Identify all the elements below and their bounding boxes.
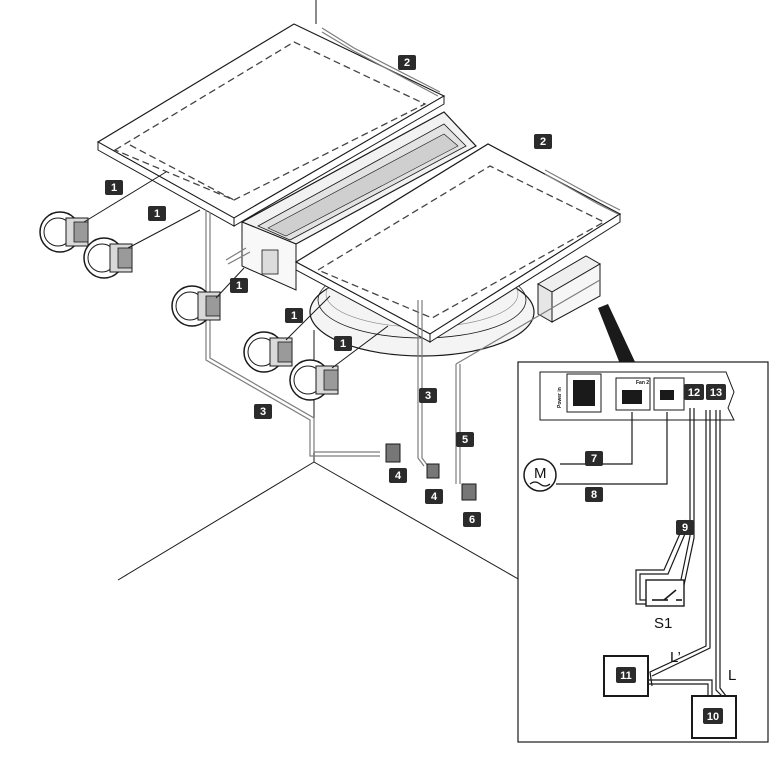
switch-s1: [645, 579, 685, 607]
svg-text:1: 1: [291, 310, 297, 322]
callout-badge: 1: [230, 278, 248, 293]
callout-badge: 6: [463, 512, 481, 527]
callout-badge: 10: [703, 708, 723, 724]
live-switched-label: L’: [670, 649, 681, 666]
left-hob-panel: [96, 23, 446, 227]
fan-label: Fan 2: [636, 380, 649, 386]
svg-text:1: 1: [154, 208, 160, 220]
callout-badge: 2: [534, 134, 552, 149]
detail-pointer: [598, 304, 636, 364]
svg-text:7: 7: [591, 453, 597, 465]
knob-2: [83, 237, 133, 279]
motor-label: M: [534, 465, 547, 482]
svg-text:3: 3: [425, 390, 431, 402]
callout-badge: 4: [425, 489, 443, 504]
svg-text:11: 11: [620, 670, 632, 682]
callout-badge: 9: [676, 520, 694, 535]
callout-badge: 13: [706, 384, 726, 400]
svg-text:1: 1: [111, 182, 117, 194]
callout-badge: 5: [456, 432, 474, 447]
svg-text:2: 2: [404, 57, 410, 69]
callout-badge: 1: [285, 308, 303, 323]
connector-blocks: [385, 443, 477, 501]
knob-5: [289, 359, 339, 401]
callout-badge: 1: [148, 206, 166, 221]
motor-symbol: [523, 458, 557, 492]
callout-badge: 8: [585, 487, 603, 502]
switch-label: S1: [654, 615, 672, 632]
power-in-label: Power in: [557, 387, 563, 408]
callout-badge: 1: [105, 180, 123, 195]
callout-badge: 3: [254, 404, 272, 419]
right-hob-panel: [294, 143, 622, 343]
svg-text:3: 3: [260, 406, 266, 418]
svg-text:2: 2: [540, 136, 546, 148]
callout-badge: 11: [616, 667, 636, 683]
module-back-panel: [539, 371, 735, 421]
svg-text:8: 8: [591, 489, 597, 501]
svg-text:12: 12: [688, 387, 700, 399]
central-extractor: [240, 111, 477, 291]
svg-text:5: 5: [462, 434, 468, 446]
svg-text:4: 4: [431, 491, 438, 503]
knob-1: [39, 211, 89, 253]
callout-badge: 4: [389, 468, 407, 483]
svg-text:13: 13: [710, 387, 722, 399]
callout-badge: 2: [398, 55, 416, 70]
svg-text:1: 1: [340, 338, 346, 350]
callout-badge: 7: [585, 451, 603, 466]
callout-badge: 1: [334, 336, 352, 351]
control-module: [537, 255, 601, 323]
svg-text:10: 10: [707, 711, 719, 723]
knob-leaders: [83, 171, 389, 369]
svg-text:1: 1: [236, 280, 242, 292]
svg-text:9: 9: [682, 522, 688, 534]
svg-text:6: 6: [469, 514, 475, 526]
callout-badge: 12: [684, 384, 704, 400]
svg-text:4: 4: [395, 470, 402, 482]
callout-badge: 3: [419, 388, 437, 403]
knob-4: [243, 331, 293, 373]
live-label: L: [728, 667, 736, 684]
knob-3: [171, 285, 221, 327]
